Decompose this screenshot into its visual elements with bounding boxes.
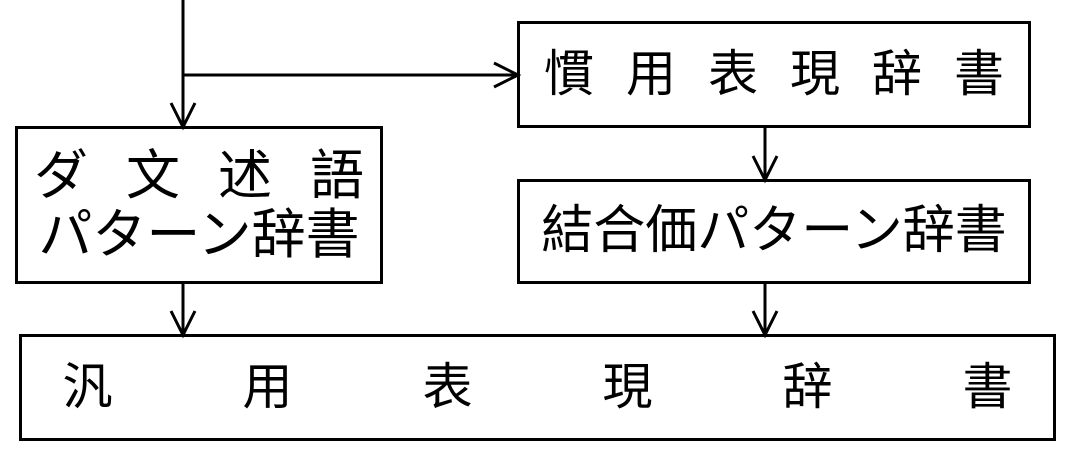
idiom-dict-box: 慣用表現辞書	[517, 21, 1031, 128]
general-dict-box: 汎用表現辞書	[19, 334, 1056, 441]
valency-pattern-dict-box: 結合価パターン辞書	[517, 179, 1031, 284]
da-predicate-dict-box: ダ文述語 パターン辞書	[15, 126, 383, 284]
idiom-dict-label: 慣用表現辞書	[544, 45, 1036, 103]
da-predicate-label-line2: パターン辞書	[38, 203, 360, 266]
valency-pattern-label: 結合価パターン辞書	[541, 200, 1007, 261]
da-predicate-label-line1: ダ文述語	[34, 143, 402, 207]
general-dict-label: 汎用表現辞書	[62, 358, 1068, 416]
